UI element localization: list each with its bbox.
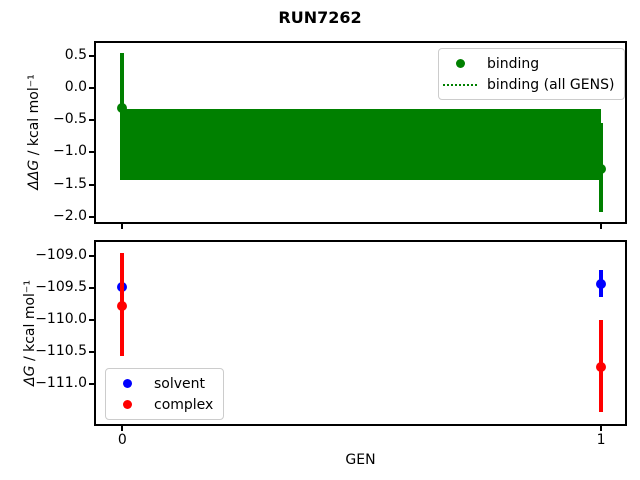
x-tick-label: 0 — [117, 432, 127, 448]
solvent-dot-icon — [122, 379, 132, 388]
legend-row-binding: binding — [443, 53, 614, 74]
legend-row-complex: complex — [110, 394, 213, 415]
binding-errorbar — [120, 52, 125, 180]
y-tick-label: −109.5 — [35, 278, 87, 295]
y-tick-mark — [89, 54, 94, 57]
y-tick-label: −109.0 — [35, 246, 87, 263]
y-tick-mark — [89, 254, 94, 257]
y-tick-label: −1.5 — [53, 175, 87, 192]
legend-swatch-complex — [110, 400, 144, 409]
bottom-y-axis-label-unit: / kcal mol⁻¹ — [22, 280, 38, 366]
y-tick-label: −111.0 — [35, 375, 87, 392]
legend-swatch-binding — [443, 59, 477, 68]
y-tick-label: −0.5 — [53, 111, 87, 128]
x-tick-label: 1 — [596, 432, 606, 448]
y-tick-label: 0.5 — [64, 46, 87, 63]
y-tick-mark — [89, 151, 94, 154]
top-y-axis-label: ΔΔG / kcal mol⁻¹ — [26, 74, 42, 189]
legend-label-complex: complex — [154, 396, 214, 413]
binding-marker — [596, 163, 607, 174]
complex-dot-icon — [122, 400, 132, 409]
y-tick-mark — [89, 383, 94, 386]
y-tick-mark — [89, 215, 94, 218]
y-tick-mark — [89, 318, 94, 321]
bottom-y-axis-label-symbol: ΔG — [22, 365, 38, 386]
legend-label-binding: binding — [487, 55, 540, 72]
legend-swatch-binding-all-gens — [443, 83, 477, 86]
y-tick-label: −110.5 — [35, 342, 87, 359]
y-tick-label: −110.0 — [35, 310, 87, 327]
binding-marker — [117, 103, 128, 114]
y-tick-mark — [89, 286, 94, 289]
legend-row-binding-all-gens: binding (all GENS) — [443, 74, 614, 95]
y-tick-label: −1.0 — [53, 143, 87, 160]
y-tick-label: −2.0 — [53, 207, 87, 224]
top-plot-axes: 0.5 0.0 −0.5 −1.0 −1.5 −2.0 — [53, 41, 627, 229]
bottom-plot-axes: −109.0 −109.5 −110.0 −110.5 −111.0 0 1 — [35, 240, 627, 448]
top-y-axis-label-symbol: ΔΔG — [26, 159, 42, 190]
x-tick-mark — [121, 224, 124, 229]
x-tick-mark — [600, 426, 603, 431]
binding-all-gens-dotted-line-icon — [443, 83, 477, 86]
complex-marker — [596, 361, 607, 372]
y-tick-mark — [89, 350, 94, 353]
legend-swatch-solvent — [110, 379, 144, 388]
bottom-legend: solvent complex — [105, 368, 225, 420]
top-legend: binding binding (all GENS) — [438, 48, 626, 100]
y-tick-mark — [89, 183, 94, 186]
figure-title: RUN7262 — [278, 8, 362, 27]
bottom-y-axis-label: ΔG / kcal mol⁻¹ — [22, 280, 38, 386]
legend-label-solvent: solvent — [154, 375, 206, 392]
complex-marker — [117, 300, 128, 311]
y-tick-mark — [89, 87, 94, 90]
solvent-marker — [596, 278, 607, 289]
binding-dot-icon — [455, 59, 465, 68]
legend-label-binding-all-gens: binding (all GENS) — [487, 76, 615, 93]
x-tick-mark — [121, 426, 124, 431]
x-axis-label: GEN — [345, 452, 376, 468]
y-tick-label: 0.0 — [64, 79, 87, 96]
y-tick-mark — [89, 119, 94, 122]
legend-row-solvent: solvent — [110, 373, 213, 394]
x-tick-mark — [600, 224, 603, 229]
top-y-axis-label-unit: / kcal mol⁻¹ — [26, 74, 42, 160]
binding-all-gens-band — [122, 109, 602, 181]
